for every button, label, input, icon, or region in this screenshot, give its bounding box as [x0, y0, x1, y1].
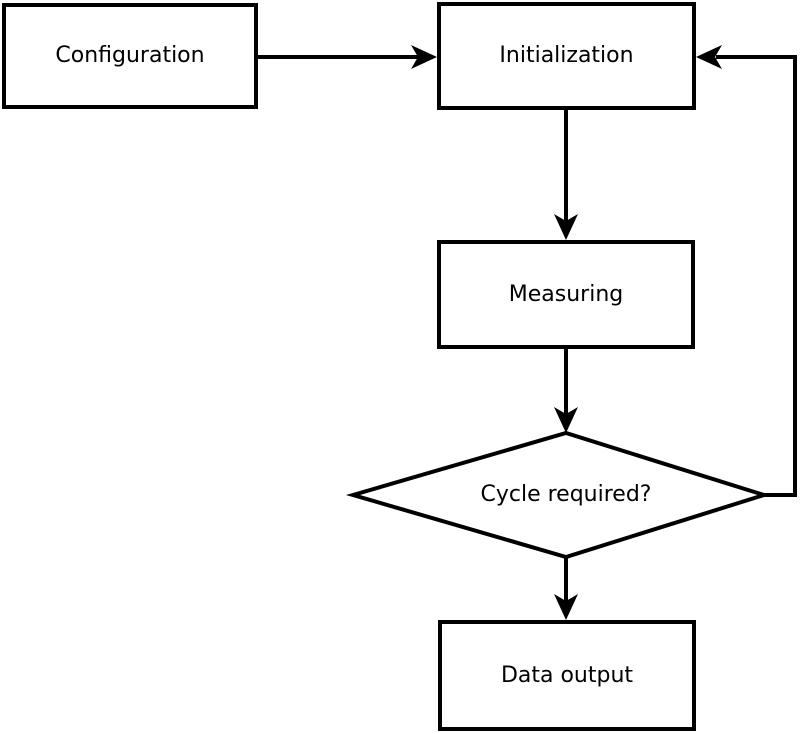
node-initialization-label: Initialization [499, 43, 634, 68]
arrowhead-down-icon [554, 407, 578, 433]
arrowhead-right-icon [411, 45, 437, 69]
node-configuration-label: Configuration [55, 43, 205, 68]
node-data-output-label: Data output [500, 662, 634, 688]
node-cycle-required-label: Cycle required? [480, 482, 652, 507]
edge-decision-initialization-feedback [716, 55, 797, 497]
node-data-output: Data output [438, 620, 696, 731]
node-measuring-label: Measuring [508, 281, 624, 307]
arrowhead-down-icon [554, 214, 578, 240]
arrowhead-left-icon [696, 45, 722, 69]
node-initialization: Initialization [437, 2, 696, 110]
arrowhead-down-icon [554, 594, 578, 620]
node-measuring: Measuring [437, 240, 695, 349]
node-configuration: Configuration [2, 3, 258, 109]
